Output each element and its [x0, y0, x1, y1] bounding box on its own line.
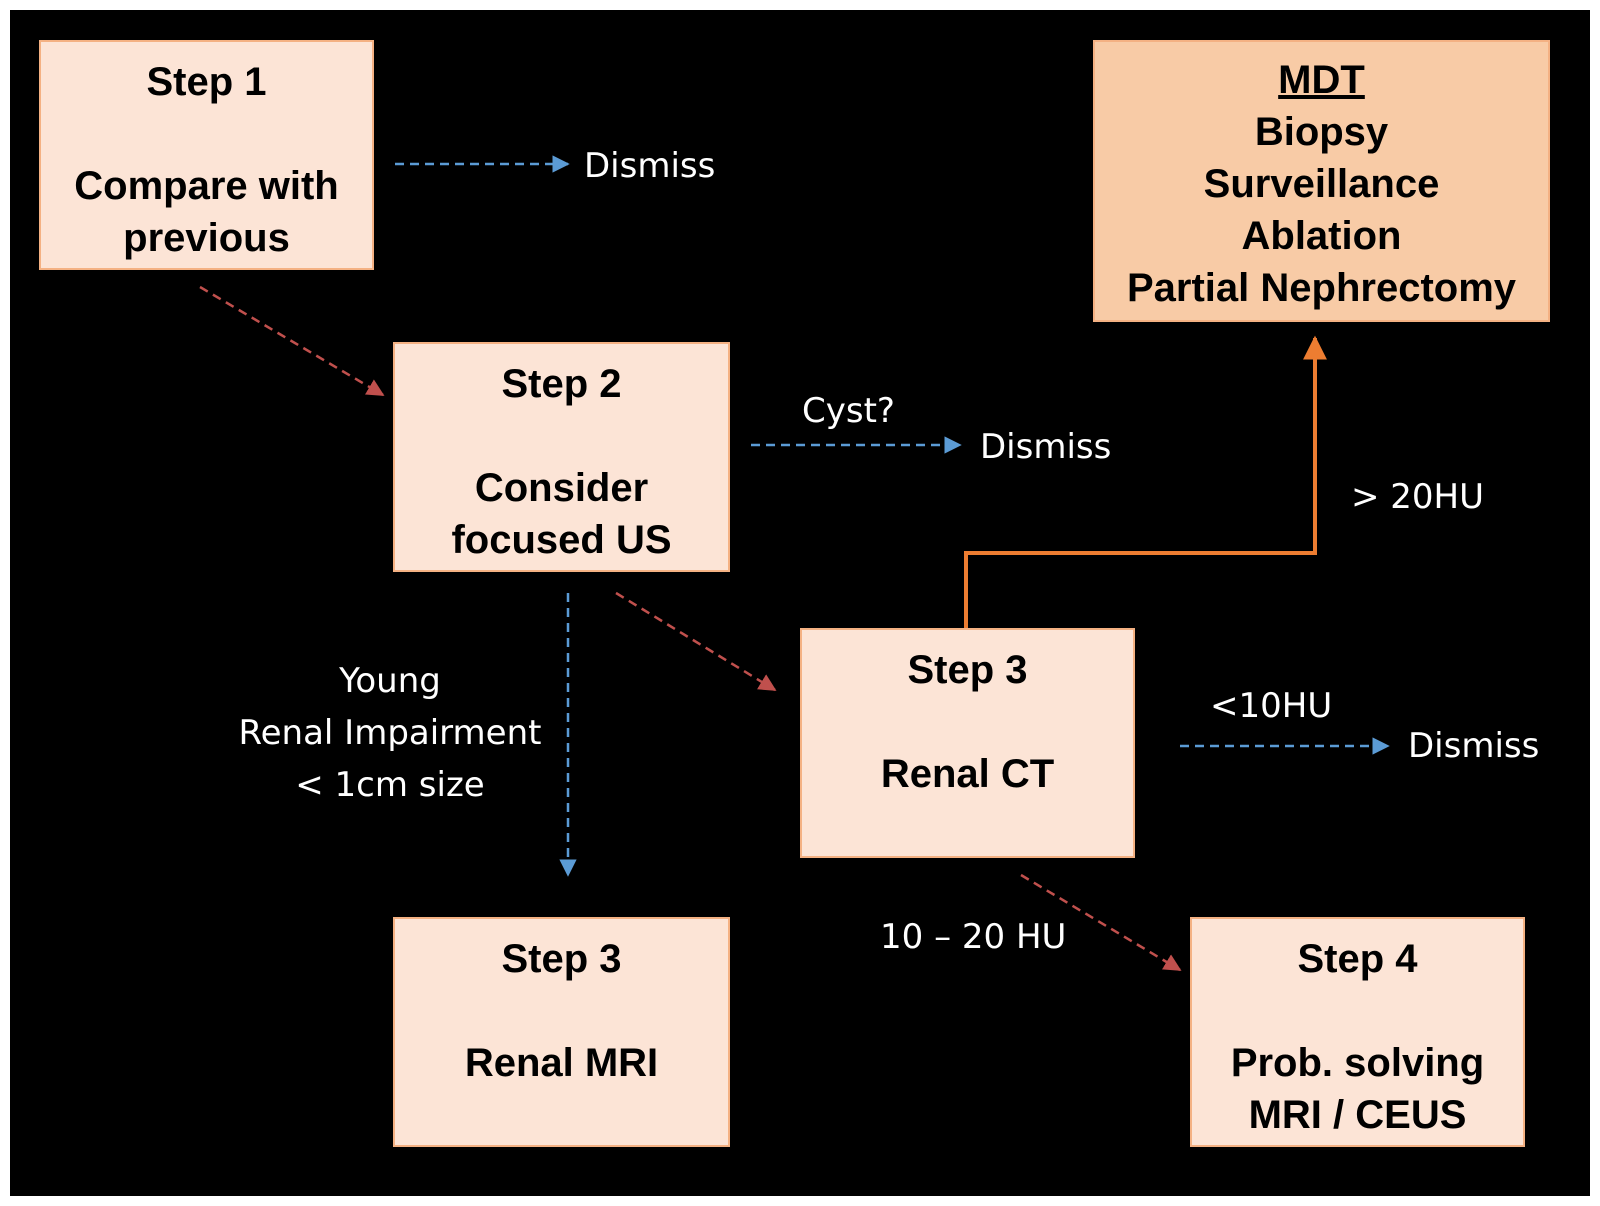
step3-mri-body: Renal MRI: [464, 1041, 659, 1085]
arrows-layer: [199, 155, 1390, 972]
arrow-renal-ct-to-step4: [1020, 873, 1182, 972]
hu-range-label: 10 – 20 HU: [880, 917, 1067, 957]
gt20hu-label: > 20HU: [1351, 477, 1485, 517]
dismiss-label-step1: Dismiss: [584, 146, 716, 186]
step2-body-line1: Consider: [474, 466, 649, 510]
arrow-renal-ct-to-mdt: [964, 335, 1327, 628]
step2-body-line2: focused US: [451, 518, 672, 562]
step3-ct-body: Renal CT: [880, 752, 1055, 796]
step3-ct-heading: Step 3: [907, 648, 1028, 692]
step4-heading: Step 4: [1297, 937, 1418, 981]
dismiss-label-step3: Dismiss: [1408, 726, 1540, 766]
step1-heading: Step 1: [146, 60, 267, 104]
step1-body-line2: previous: [123, 216, 290, 260]
mdt-box: MDT Biopsy Surveillance Ablation Partial…: [1093, 40, 1550, 322]
mdt-option-partial-nephrectomy: Partial Nephrectomy: [1126, 266, 1517, 310]
mdt-option-surveillance: Surveillance: [1203, 162, 1440, 206]
arrow-step1-to-step2: [199, 285, 385, 397]
flowchart-canvas: Step 1 Compare with previous Step 2 Cons…: [10, 10, 1590, 1196]
cyst-label: Cyst?: [802, 391, 895, 431]
lt10hu-label: <10HU: [1210, 686, 1333, 726]
step3-renal-mri-box: Step 3 Renal MRI: [393, 917, 730, 1147]
step4-box: Step 4 Prob. solving MRI / CEUS: [1190, 917, 1525, 1147]
step1-box: Step 1 Compare with previous: [39, 40, 374, 270]
step3-mri-heading: Step 3: [501, 937, 622, 981]
mdt-title: MDT: [1278, 58, 1365, 102]
step4-body-line2: MRI / CEUS: [1248, 1093, 1467, 1137]
step1-body-line1: Compare with: [74, 164, 339, 208]
size-label: < 1cm size: [295, 765, 485, 805]
mdt-option-biopsy: Biopsy: [1254, 110, 1389, 154]
young-label: Young: [339, 661, 441, 701]
renal-impairment-label: Renal Impairment: [238, 713, 542, 753]
step3-renal-ct-box: Step 3 Renal CT: [800, 628, 1135, 858]
arrow-step2-to-renal-ct: [615, 591, 777, 692]
step2-heading: Step 2: [501, 362, 622, 406]
dismiss-label-step2: Dismiss: [980, 427, 1112, 467]
step4-body-line1: Prob. solving: [1230, 1041, 1485, 1085]
step2-box: Step 2 Consider focused US: [393, 342, 730, 572]
mdt-option-ablation: Ablation: [1241, 214, 1402, 258]
mri-criteria-label: Young Renal Impairment < 1cm size: [220, 655, 560, 811]
